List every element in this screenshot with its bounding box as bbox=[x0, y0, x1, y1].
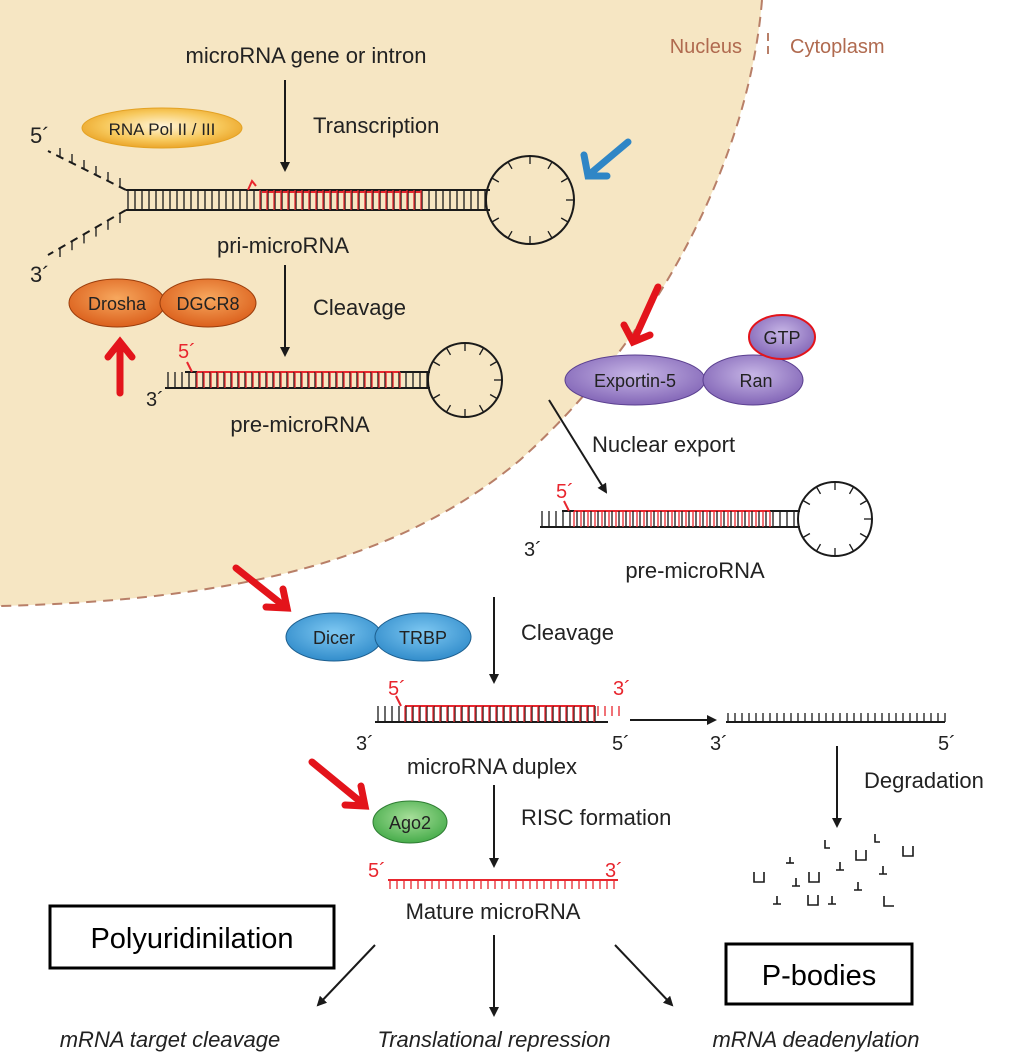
drosha-dgcr8-complex: Drosha DGCR8 bbox=[68, 278, 257, 328]
gtp-label: GTP bbox=[763, 328, 800, 348]
pri-mirna-label: pri-microRNA bbox=[217, 233, 349, 258]
dgcr8-label: DGCR8 bbox=[176, 294, 239, 314]
out-cleavage-label: mRNA target cleavage bbox=[60, 1027, 281, 1052]
red-highlight-arrow-ago2 bbox=[308, 758, 370, 810]
pbodies-box: P-bodies bbox=[724, 942, 914, 1006]
ago2-label: Ago2 bbox=[389, 813, 431, 833]
blue-highlight-arrow bbox=[580, 138, 632, 180]
degradation-label: Degradation bbox=[864, 768, 984, 793]
nuclear-export-label: Nuclear export bbox=[592, 432, 735, 457]
pre-mirna-cyto-structure bbox=[540, 481, 873, 557]
polyuridinilation-label: Polyuridinilation bbox=[90, 923, 293, 955]
pre-mirna-nuclear-label: pre-microRNA bbox=[230, 412, 370, 437]
mature-label: Mature microRNA bbox=[406, 899, 581, 924]
cleavage-2-label: Cleavage bbox=[521, 620, 614, 645]
pre1-5-end: 5´ bbox=[178, 341, 196, 363]
duplex-label: microRNA duplex bbox=[407, 754, 577, 779]
deg-3-end: 3´ bbox=[710, 733, 728, 755]
red-highlight-arrow-drosha bbox=[104, 336, 136, 397]
nuclear-export-arrow bbox=[548, 399, 608, 494]
mat-3-end: 3´ bbox=[605, 860, 623, 882]
pre2-3-end: 3´ bbox=[524, 539, 542, 561]
cleavage-1-label: Cleavage bbox=[313, 295, 406, 320]
polyuridinilation-box: Polyuridinilation bbox=[48, 904, 336, 970]
out-deadenylation-label: mRNA deadenylation bbox=[712, 1027, 919, 1052]
dup-5b-end: 5´ bbox=[612, 733, 630, 755]
exportin-label: Exportin-5 bbox=[594, 371, 676, 391]
mirna-duplex-structure bbox=[375, 695, 620, 723]
dup-3-end: 3´ bbox=[613, 678, 631, 700]
deg-5-end: 5´ bbox=[938, 733, 956, 755]
ran-label: Ran bbox=[739, 371, 772, 391]
nucleus-region bbox=[0, 0, 762, 606]
pre-mirna-cyto-label: pre-microRNA bbox=[625, 558, 765, 583]
pri-3-end: 3´ bbox=[30, 262, 50, 287]
rna-pol-protein: RNA Pol II / III bbox=[81, 107, 243, 149]
dup-3b-end: 3´ bbox=[356, 733, 374, 755]
pri-5-end: 5´ bbox=[30, 123, 50, 148]
rna-pol-label: RNA Pol II / III bbox=[109, 120, 216, 139]
passenger-strand bbox=[726, 713, 946, 723]
pre-mirna-nuclear-structure bbox=[165, 342, 503, 418]
pre2-5-end: 5´ bbox=[556, 481, 574, 503]
trbp-label: TRBP bbox=[399, 628, 447, 648]
mature-mirna-strand bbox=[388, 879, 618, 889]
dup-5-end: 5´ bbox=[388, 678, 406, 700]
mat-5-end: 5´ bbox=[368, 860, 386, 882]
red-highlight-arrow-exportin bbox=[620, 283, 662, 347]
dicer-trbp-complex: Dicer TRBP bbox=[285, 612, 472, 662]
arrow-to-deadenylation bbox=[614, 944, 674, 1007]
red-highlight-arrow-dicer bbox=[232, 564, 292, 612]
dicer-label: Dicer bbox=[313, 628, 355, 648]
pbodies-label: P-bodies bbox=[762, 960, 876, 992]
pre1-3-end: 3´ bbox=[146, 389, 164, 411]
risc-label: RISC formation bbox=[521, 805, 671, 830]
degraded-fragments bbox=[753, 834, 914, 907]
nuclear-membrane bbox=[0, 0, 763, 607]
gene-label: microRNA gene or intron bbox=[186, 43, 427, 68]
arrow-to-cleavage bbox=[316, 944, 376, 1007]
transcription-label: Transcription bbox=[313, 113, 439, 138]
cytoplasm-label: Cytoplasm bbox=[790, 36, 884, 58]
exportin-ran-gtp-complex: Exportin-5 Ran GTP bbox=[564, 314, 816, 406]
out-repression-label: Translational repression bbox=[377, 1027, 610, 1052]
drosha-label: Drosha bbox=[88, 294, 147, 314]
pri-mirna-structure bbox=[47, 148, 575, 257]
ago2-protein: Ago2 bbox=[372, 800, 448, 844]
nucleus-label: Nucleus bbox=[670, 36, 742, 58]
